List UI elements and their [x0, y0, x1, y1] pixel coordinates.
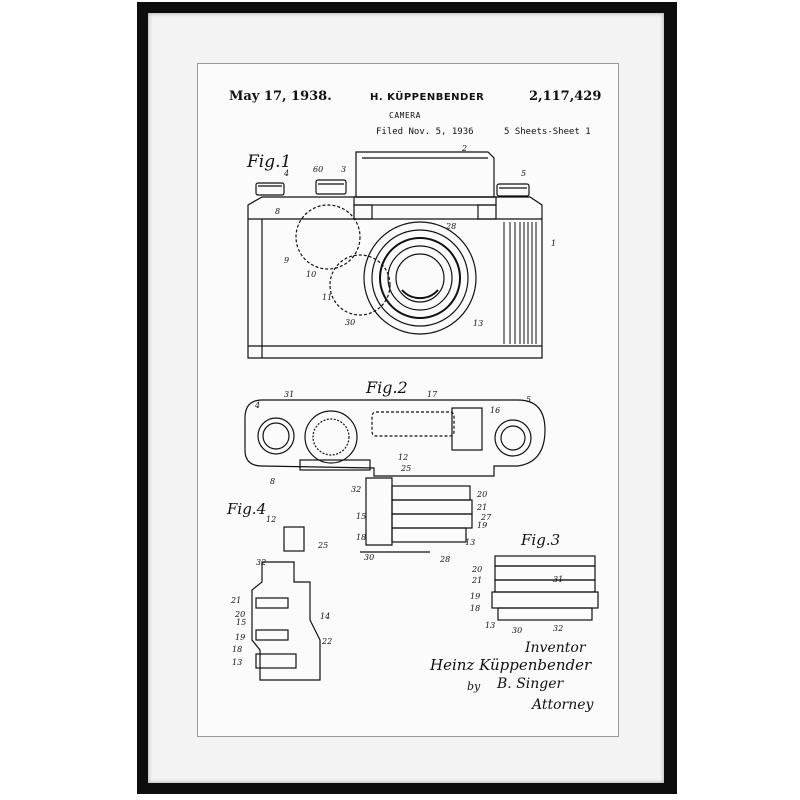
svg-text:31: 31 — [553, 575, 563, 584]
svg-text:14: 14 — [320, 612, 330, 621]
figure-4-section: Fig.4 12 25 32 21 20 15 14 19 22 18 13 — [226, 500, 332, 681]
svg-text:13: 13 — [485, 621, 495, 630]
svg-text:12: 12 — [266, 515, 276, 524]
svg-text:30: 30 — [512, 626, 522, 635]
patent-number: 2,117,429 — [529, 89, 602, 104]
attorney-signature: B. Singer — [497, 676, 564, 692]
svg-text:19: 19 — [235, 633, 245, 642]
figure-3-label: Fig.3 — [520, 531, 560, 549]
svg-text:18: 18 — [232, 645, 242, 654]
svg-text:10: 10 — [306, 270, 316, 279]
figure-1-label: Fig.1 — [246, 152, 291, 172]
svg-text:4: 4 — [283, 169, 289, 178]
by-label: by — [467, 680, 481, 693]
figure-1-camera-front: Fig.1 — [246, 144, 556, 359]
svg-text:13: 13 — [473, 319, 483, 328]
patent-inventor-header: H. KÜPPENBENDER — [370, 92, 485, 103]
svg-text:21: 21 — [476, 503, 487, 512]
svg-text:11: 11 — [322, 293, 332, 302]
svg-text:32: 32 — [351, 485, 361, 494]
svg-text:15: 15 — [356, 512, 366, 521]
svg-text:25: 25 — [317, 541, 328, 550]
svg-text:21: 21 — [230, 596, 241, 605]
svg-text:13: 13 — [232, 658, 242, 667]
patent-filed-date: Filed Nov. 5, 1936 — [376, 127, 474, 137]
svg-text:21: 21 — [471, 576, 482, 585]
svg-text:28: 28 — [439, 555, 450, 564]
svg-text:3: 3 — [341, 165, 346, 174]
svg-text:12: 12 — [398, 453, 408, 462]
svg-text:32: 32 — [256, 558, 266, 567]
figure-2-label: Fig.2 — [365, 378, 408, 397]
patent-date: May 17, 1938. — [229, 89, 332, 104]
svg-text:27: 27 — [480, 513, 492, 522]
svg-text:25: 25 — [400, 464, 411, 473]
svg-text:60: 60 — [313, 165, 323, 174]
svg-text:4: 4 — [254, 401, 260, 410]
svg-text:5: 5 — [526, 395, 531, 404]
svg-text:1: 1 — [551, 239, 556, 248]
svg-text:16: 16 — [490, 406, 500, 415]
svg-text:15: 15 — [236, 618, 246, 627]
figure-4-label: Fig.4 — [226, 500, 266, 518]
svg-text:18: 18 — [470, 604, 480, 613]
svg-text:9: 9 — [284, 256, 289, 265]
svg-text:20: 20 — [234, 610, 245, 619]
svg-text:18: 18 — [356, 533, 366, 542]
figure-3-lens-mount: Fig.3 20 21 31 19 18 13 30 32 — [470, 531, 599, 635]
attorney-label: Attorney — [532, 697, 594, 713]
svg-text:20: 20 — [476, 490, 487, 499]
lens-cross-section: 32 20 21 27 19 13 15 18 30 28 — [351, 477, 492, 564]
svg-text:19: 19 — [477, 521, 487, 530]
svg-text:8: 8 — [270, 477, 275, 486]
svg-text:19: 19 — [470, 592, 480, 601]
patent-title: CAMERA — [389, 111, 421, 120]
svg-text:13: 13 — [465, 538, 475, 547]
inventor-label: Inventor — [525, 640, 586, 656]
svg-text:30: 30 — [364, 553, 374, 562]
figure-2-camera-top: Fig.2 4 31 17 16 5 12 25 8 — [244, 378, 546, 486]
svg-text:8: 8 — [275, 207, 280, 216]
svg-text:2: 2 — [461, 144, 467, 153]
svg-text:32: 32 — [553, 624, 563, 633]
svg-text:28: 28 — [445, 222, 456, 231]
svg-text:30: 30 — [345, 318, 355, 327]
svg-text:17: 17 — [427, 390, 438, 399]
inventor-signature: Heinz Küppenbender — [430, 656, 592, 674]
svg-text:31: 31 — [284, 390, 294, 399]
svg-text:5: 5 — [521, 169, 526, 178]
svg-text:20: 20 — [471, 565, 482, 574]
svg-text:22: 22 — [321, 637, 332, 646]
patent-sheet-count: 5 Sheets-Sheet 1 — [504, 127, 591, 137]
